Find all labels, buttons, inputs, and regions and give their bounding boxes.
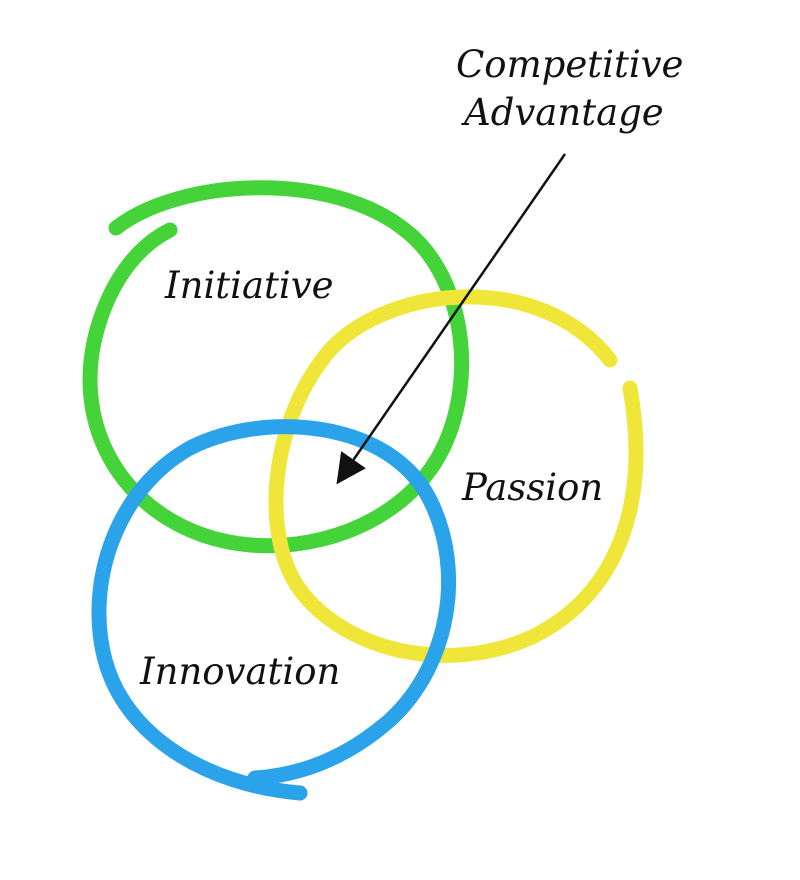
innovation-circle: Innovation	[91, 419, 457, 801]
headline-line-2: Advantage	[461, 91, 664, 134]
initiative-ring	[82, 180, 470, 554]
initiative-label: Initiative	[164, 264, 334, 307]
innovation-label: Innovation	[139, 650, 340, 693]
headline-group: Competitive Advantage	[456, 43, 683, 134]
initiative-circle: Initiative	[82, 180, 470, 554]
headline-line-1: Competitive	[456, 43, 683, 86]
innovation-ring	[91, 419, 457, 801]
passion-circle: Passion	[268, 289, 644, 663]
passion-label: Passion	[461, 466, 603, 509]
passion-ring	[268, 289, 644, 663]
competitive-advantage-arrow	[336, 153, 567, 485]
